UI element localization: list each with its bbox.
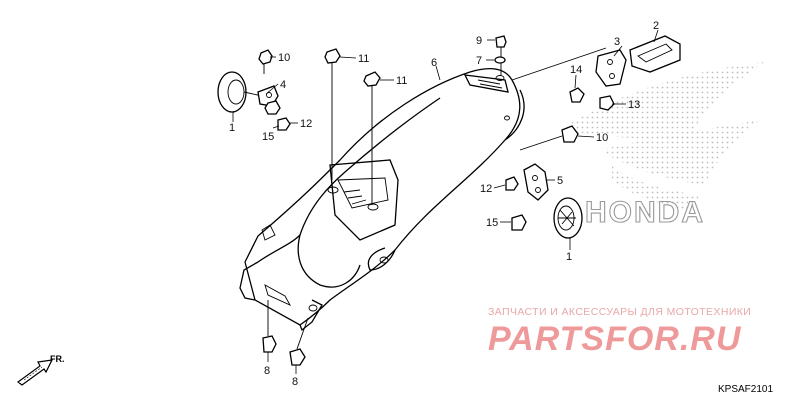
callout-3: 3 <box>614 36 620 48</box>
bolt-9 <box>494 35 507 75</box>
callout-15-left: 15 <box>262 131 274 143</box>
callout-1-left: 1 <box>229 122 235 134</box>
callout-4: 4 <box>280 79 286 91</box>
callout-8-right: 8 <box>292 376 298 388</box>
nut-8-right <box>289 317 309 366</box>
callout-10-right: 10 <box>596 132 608 144</box>
watermark-caption: ЗАПЧАСТИ И АКСЕССУАРЫ ДЛЯ МОТОТЕХНИКИ <box>488 306 751 318</box>
callout-10-left: 10 <box>278 52 290 64</box>
watermark-brand: PARTSFOR.RU <box>488 320 742 358</box>
leader-lines <box>232 29 659 374</box>
bolt-11-center <box>363 71 381 205</box>
callout-2: 2 <box>653 20 659 32</box>
honda-wing-logo: HONDA <box>560 62 765 230</box>
callout-7: 7 <box>476 55 482 67</box>
callout-15-right: 15 <box>486 217 498 229</box>
left-reflector <box>217 71 263 113</box>
right-reflector <box>553 197 583 239</box>
rear-fender <box>239 68 525 332</box>
front-direction-label: FR. <box>50 354 65 364</box>
callout-8-left: 8 <box>264 365 270 377</box>
callout-11-center: 11 <box>396 75 407 87</box>
front-direction-arrow: FR. <box>16 354 65 386</box>
diagram-code: KPSAF2101 <box>718 384 773 395</box>
bolt-11-left <box>324 48 341 180</box>
callout-9: 9 <box>476 35 482 47</box>
honda-logo-text: HONDA <box>585 196 705 229</box>
right-reflector-bracket <box>505 163 549 231</box>
callout-6: 6 <box>431 57 437 69</box>
callout-13: 13 <box>628 99 640 111</box>
collar-8-left <box>262 300 277 353</box>
callout-12-left: 12 <box>300 118 312 130</box>
callout-11-left: 11 <box>358 53 369 65</box>
callout-12-right: 12 <box>480 183 492 195</box>
bolt-10-right <box>519 125 579 151</box>
callout-5: 5 <box>557 175 563 187</box>
callout-14: 14 <box>570 64 582 76</box>
left-reflector-bracket <box>257 49 291 131</box>
callout-1-right: 1 <box>566 251 572 263</box>
license-light-assembly <box>511 35 681 111</box>
